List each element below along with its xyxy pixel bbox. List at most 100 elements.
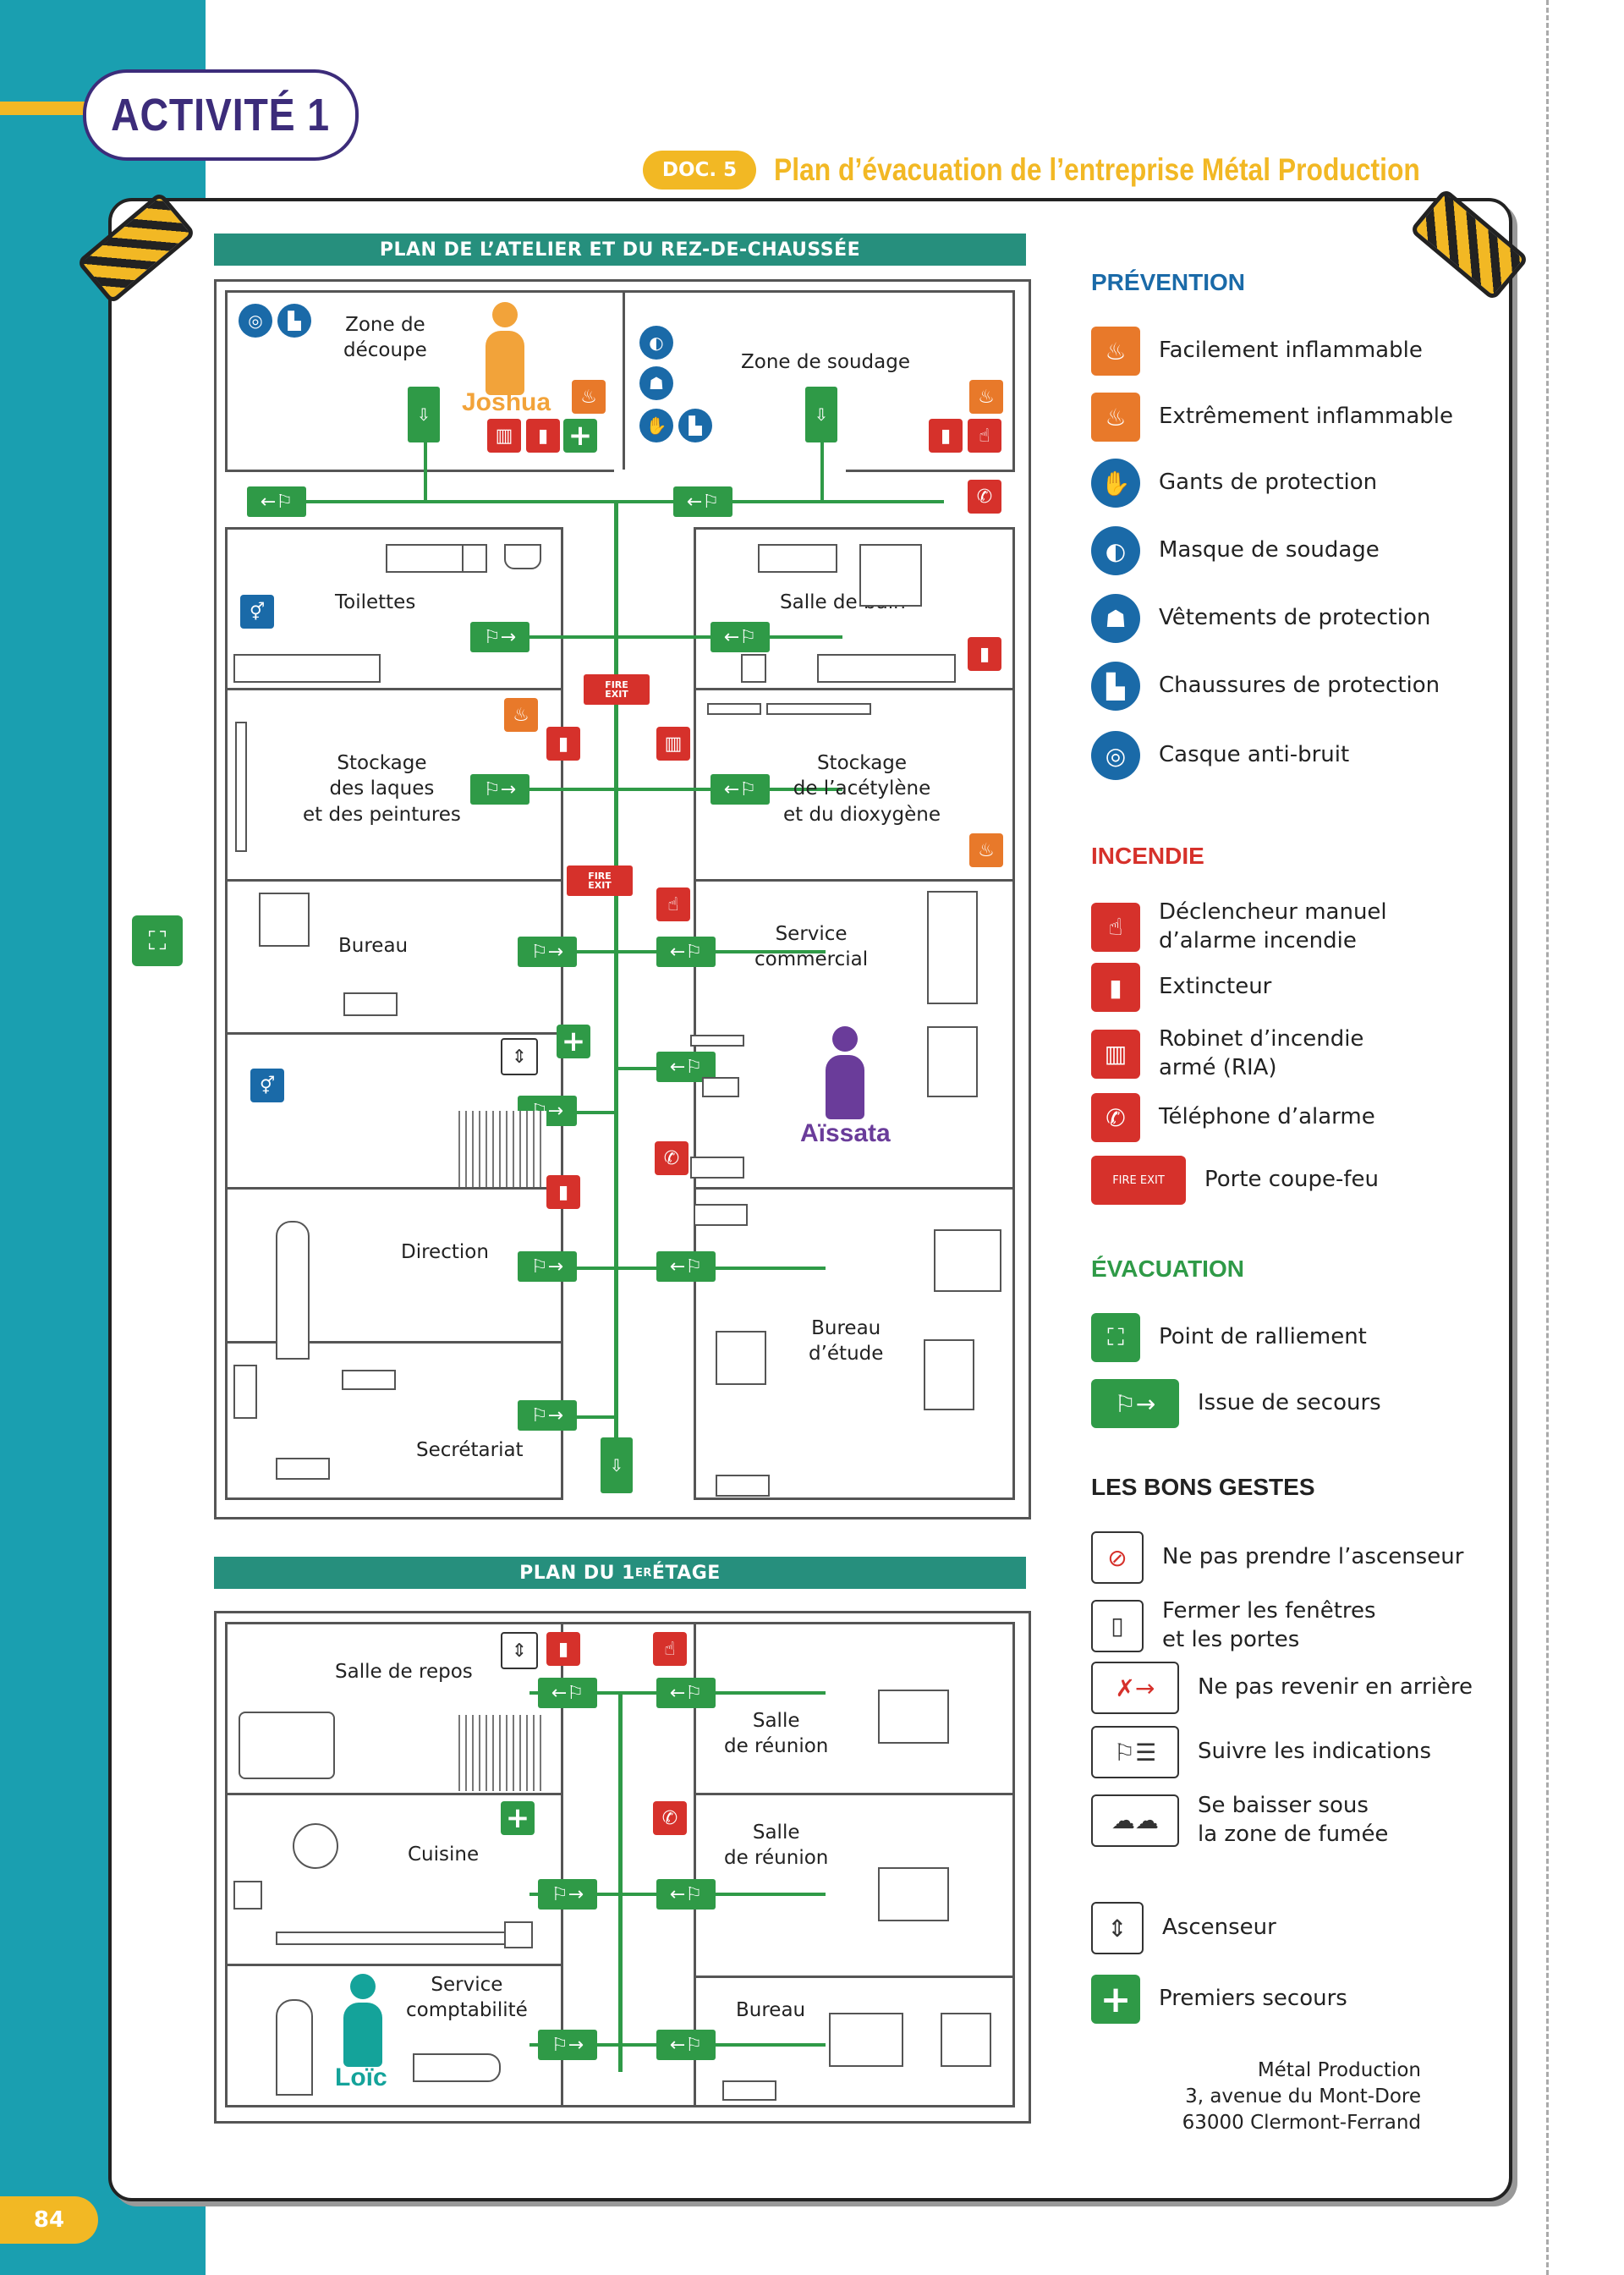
activity-badge: ACTIVITÉ 1 <box>83 69 359 161</box>
coverall-icon: ☗ <box>639 366 673 400</box>
phone-icon: ✆ <box>655 1141 689 1175</box>
fire-hose-icon: ▥ <box>487 419 521 453</box>
follow-signs-icon: ⚐☰ <box>1091 1726 1179 1778</box>
fire-door-icon: FIRE EXIT <box>567 865 633 896</box>
address-line-3: 63000 Clermont-Ferrand <box>1182 2112 1421 2135</box>
coverall-icon: ☗ <box>1091 594 1140 643</box>
extinguisher-icon: ▮ <box>546 1175 580 1209</box>
fire-hose-icon: ▥ <box>1091 1029 1140 1079</box>
extinguisher-icon: ▮ <box>546 727 580 761</box>
legend-prevention-item: ♨Facilement inflammable <box>1091 327 1423 376</box>
phone-icon: ✆ <box>968 480 1001 514</box>
boots-icon: ▙ <box>678 409 712 442</box>
emergency-exit-icon: ⚐→ <box>518 1251 577 1282</box>
first-plan-title-sup: ER <box>635 1566 652 1580</box>
legend-bons-gestes-item: ▯Fermer les fenêtres et les portes <box>1091 1597 1376 1655</box>
person-aissata-figure <box>826 1026 864 1119</box>
legend-bons-gestes-item: ✗→Ne pas revenir en arrière <box>1091 1662 1473 1714</box>
emergency-exit-icon: ⚐→ <box>470 774 529 805</box>
activity-label: ACTIVITÉ 1 <box>111 90 331 140</box>
room-stockage-laques: Stockage des laques et des peintures <box>303 752 461 826</box>
room-bureau-etude: Bureau d’étude <box>809 1317 884 1366</box>
close-door-icon: ▯ <box>1091 1599 1144 1652</box>
emergency-exit-icon: ⚐→ <box>470 622 529 652</box>
legend-incendie-title: INCENDIE <box>1091 843 1204 869</box>
ground-plan-title: PLAN DE L’ATELIER ET DU REZ-DE-CHAUSSÉE <box>379 239 861 261</box>
legend-prevention-item: ◐Masque de soudage <box>1091 526 1380 575</box>
room-direction: Direction <box>401 1241 489 1263</box>
welding-mask-icon: ◐ <box>1091 526 1140 575</box>
room-service-comptabilite: Service comptabilité <box>406 1974 528 2022</box>
doc-title: Plan d’évacuation de l’entreprise Métal … <box>774 152 1420 187</box>
emergency-exit-icon: ⇩ <box>601 1437 633 1493</box>
boots-icon: ▙ <box>1091 662 1140 711</box>
first-aid-icon: + <box>557 1025 590 1058</box>
ground-plan-header: PLAN DE L’ATELIER ET DU REZ-DE-CHAUSSÉE <box>214 234 1026 266</box>
flame-plus-icon: ♨ <box>969 380 1003 414</box>
elevator-icon: ⇕ <box>501 1632 538 1669</box>
extinguisher-icon: ▮ <box>546 1632 580 1666</box>
legend-other-item: +Premiers secours <box>1091 1975 1347 2024</box>
legend-prevention-item: ◎Casque anti-bruit <box>1091 731 1349 780</box>
toilets-icon: ⚥ <box>250 1069 284 1102</box>
emergency-exit-icon: ←⚐ <box>673 486 732 517</box>
ground-floor-plan: Zone de découpe Zone de soudage Toilette… <box>214 279 1031 1519</box>
room-service-commercial: Service commercial <box>754 923 869 971</box>
legend-prevention-item: ▙Chaussures de protection <box>1091 662 1440 711</box>
emergency-exit-icon: ←⚐ <box>247 486 306 517</box>
page-number: 84 <box>0 2196 98 2244</box>
phone-icon: ✆ <box>1091 1093 1140 1142</box>
alarm-button-icon: ☝ <box>653 1632 687 1666</box>
legend-incendie-item: ▮Extincteur <box>1091 963 1271 1012</box>
emergency-exit-icon: ←⚐ <box>656 1052 716 1082</box>
legend-bons-gestes-title: LES BONS GESTES <box>1091 1474 1315 1500</box>
no-return-icon: ✗→ <box>1091 1662 1179 1714</box>
alarm-button-icon: ☝ <box>968 419 1001 453</box>
emergency-exit-icon: ⚐→ <box>538 1879 597 1910</box>
room-bureau: Bureau <box>338 935 409 957</box>
alarm-button-icon: ☝ <box>656 887 690 921</box>
legend-prevention-item: ☗Vêtements de protection <box>1091 594 1430 643</box>
legend-bons-gestes-item: ⚐☰Suivre les indications <box>1091 1726 1431 1778</box>
emergency-exit-icon: ⚐→ <box>518 1400 577 1431</box>
fire-door-icon: FIRE EXIT <box>584 674 650 705</box>
emergency-exit-icon: ←⚐ <box>656 1251 716 1282</box>
emergency-exit-icon: ←⚐ <box>656 1678 716 1708</box>
ear-muffs-icon: ◎ <box>1091 731 1140 780</box>
legend-other-item: ⇕Ascenseur <box>1091 1902 1276 1954</box>
flame-icon: ♨ <box>504 698 538 732</box>
room-salle-reunion-1: Salle de réunion <box>724 1710 829 1758</box>
ear-muffs-icon: ◎ <box>239 304 272 338</box>
first-aid-icon: + <box>563 419 597 453</box>
flame-icon: ♨ <box>1091 327 1140 376</box>
flame-icon: ♨ <box>572 380 606 414</box>
room-zone-decoupe: Zone de découpe <box>343 314 427 362</box>
flame-plus-icon: ♨ <box>1091 393 1140 442</box>
fire-hose-icon: ▥ <box>656 727 690 761</box>
assembly-point-icon: ⛶ <box>1091 1313 1140 1362</box>
extinguisher-icon: ▮ <box>968 637 1001 671</box>
emergency-exit-icon: ⚐→ <box>518 937 577 967</box>
legend-prevention-item: ✋Gants de protection <box>1091 459 1377 508</box>
person-joshua-name: Joshua <box>462 388 551 416</box>
extinguisher-icon: ▮ <box>929 419 963 453</box>
emergency-exit-icon: ⚐→ <box>1091 1379 1179 1428</box>
extinguisher-icon: ▮ <box>1091 963 1140 1012</box>
legend-evacuation-item: ⚐→Issue de secours <box>1091 1379 1381 1428</box>
toilets-icon: ⚥ <box>240 595 274 629</box>
alarm-button-icon: ☝ <box>1091 902 1140 952</box>
room-toilettes: Toilettes <box>335 591 416 613</box>
address-line-1: Métal Production <box>1257 2059 1421 2081</box>
first-floor-plan: Salle de repos Salle de réunion Cuisine … <box>214 1611 1031 2124</box>
legend-evacuation-title: ÉVACUATION <box>1091 1256 1244 1282</box>
phone-icon: ✆ <box>653 1801 687 1835</box>
boots-icon: ▙ <box>277 304 311 338</box>
fire-door-icon: FIRE EXIT <box>1091 1156 1186 1205</box>
assembly-point-icon: ⛶ <box>132 915 183 966</box>
first-plan-title-end: ÉTAGE <box>651 1562 721 1584</box>
legend-prevention-item: ♨Extrêmement inflammable <box>1091 393 1453 442</box>
address-line-2: 3, avenue du Mont-Dore <box>1185 2085 1421 2108</box>
person-loic-name: Loïc <box>335 2063 387 2091</box>
emergency-exit-icon: ⇩ <box>408 387 440 442</box>
